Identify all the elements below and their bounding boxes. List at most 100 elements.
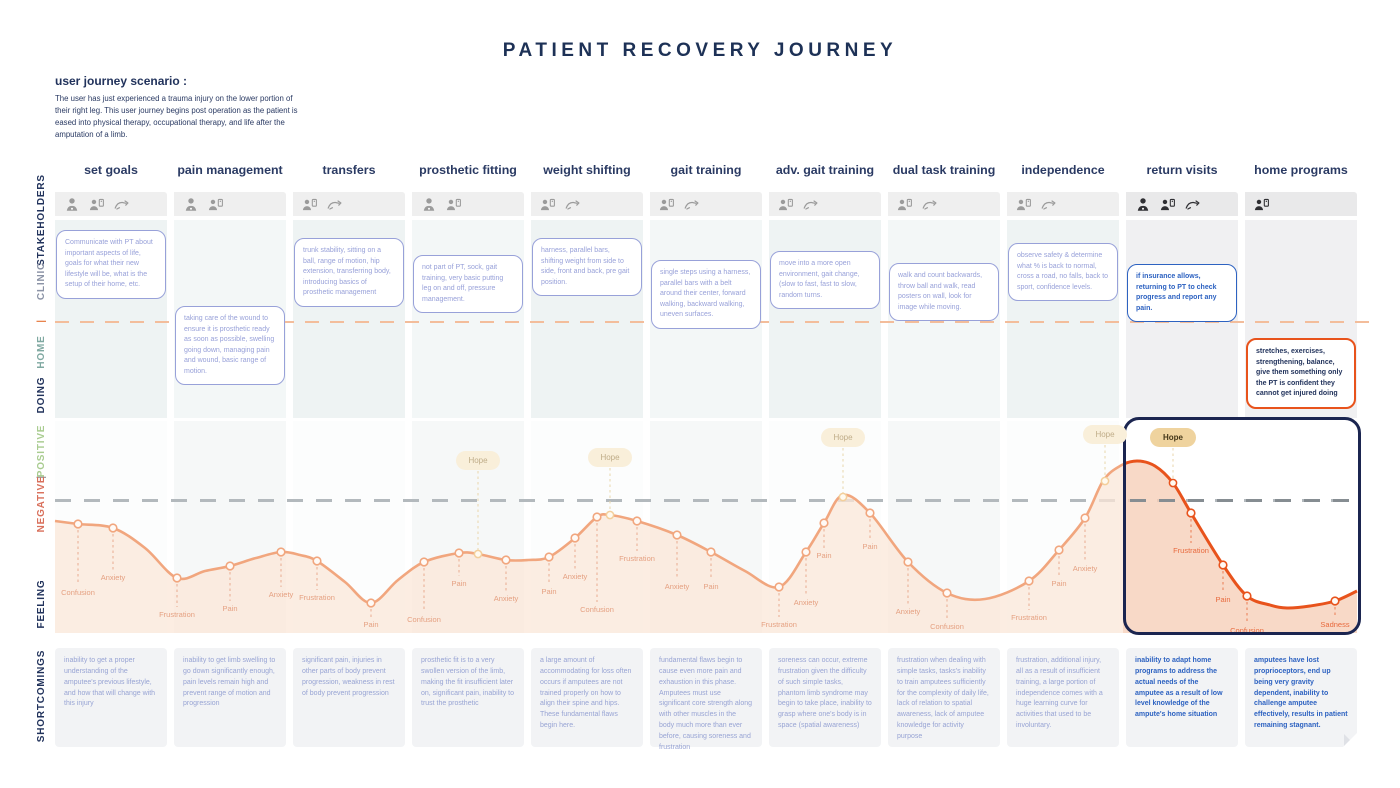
scenario-heading: user journey scenario :: [55, 74, 188, 88]
emotion-label: Anxiety: [268, 590, 294, 599]
stakeholder-strip: [888, 192, 1000, 216]
stakeholder-strip: [412, 192, 524, 216]
stakeholder-strip: [1245, 192, 1357, 216]
hope-curve-point: [605, 510, 615, 520]
feeling-curve-highlight-segment: [1123, 459, 1358, 633]
physio-arm-icon: [1185, 197, 1201, 212]
curve-point: [706, 547, 716, 557]
column-header: pain management: [177, 163, 283, 177]
column-header: adv. gait training: [775, 163, 875, 177]
physio-arm-icon: [803, 197, 819, 212]
emotion-label: Confusion: [1230, 626, 1264, 635]
curve-point: [312, 556, 322, 566]
curve-point: [73, 519, 83, 529]
therapist-icon: [302, 197, 318, 212]
positive-negative-baseline-highlight: [1130, 499, 1354, 502]
emotion-label: Anxiety: [493, 594, 519, 603]
shortcoming-card: prosthetic fit is to a very swollen vers…: [412, 648, 524, 747]
hope-curve-point: [473, 549, 483, 559]
feeling-curve-line-highlight: [1123, 459, 1358, 610]
positive-negative-baseline: [55, 499, 1361, 502]
column-header: home programs: [1254, 163, 1348, 177]
stakeholder-strip: [650, 192, 762, 216]
curve-point: [276, 547, 286, 557]
note-bubble-clinic: Communicate with PT about important aspe…: [56, 230, 166, 299]
emotion-label: Confusion: [61, 588, 95, 597]
stakeholder-strip: [293, 192, 405, 216]
emotion-label: Frustration: [761, 620, 797, 629]
note-bubble-clinic: observe safety & determine what % is bac…: [1008, 243, 1118, 301]
hope-badge: Hope: [588, 448, 632, 467]
emotion-label: Pain: [363, 620, 379, 629]
physio-arm-icon: [327, 197, 343, 212]
physio-arm-icon: [684, 197, 700, 212]
curve-point: [172, 573, 182, 583]
curve-point: [1080, 513, 1090, 523]
curve-point: [903, 557, 913, 567]
hope-badge: Hope: [1150, 428, 1196, 447]
curve-point: [801, 547, 811, 557]
note-bubble-home: stretches, exercises, strengthening, bal…: [1246, 338, 1356, 409]
stakeholder-strip: [1126, 192, 1238, 216]
stakeholder-strip: [55, 192, 167, 216]
therapist-icon: [897, 197, 913, 212]
curve-point: [632, 516, 642, 526]
emotion-label: Pain: [816, 551, 832, 560]
feeling-area-fill-highlight: [1123, 461, 1357, 633]
shortcoming-card: fundamental flaws begin to cause even mo…: [650, 648, 762, 751]
curve-point: [1054, 545, 1064, 555]
curve-point: [544, 552, 554, 562]
emotion-label: Pain: [541, 587, 557, 596]
column-header: return visits: [1146, 163, 1218, 177]
physio-arm-icon: [114, 197, 130, 212]
emotion-label: Anxiety: [895, 607, 921, 616]
curve-point: [672, 530, 682, 540]
emotion-label: Frustration: [159, 610, 195, 619]
therapist-icon: [89, 197, 105, 212]
curve-point: [366, 598, 376, 608]
therapist-icon: [1016, 197, 1032, 212]
curve-point: [1186, 508, 1196, 518]
emotion-label: Frustration: [1011, 613, 1047, 622]
therapist-icon: [540, 197, 556, 212]
doctor-icon: [64, 197, 80, 212]
note-bubble-clinic: if insurance allows, returning to PT to …: [1127, 264, 1237, 322]
hope-curve-point: [1168, 478, 1178, 488]
curve-point: [225, 561, 235, 571]
note-bubble-clinic: not part of PT, sock, gait training, ver…: [413, 255, 523, 313]
column-header: prosthetic fitting: [419, 163, 517, 177]
stakeholder-strip: [769, 192, 881, 216]
hope-badge: Hope: [821, 428, 865, 447]
note-bubble-clinic: harness, parallel bars, shifting weight …: [532, 238, 642, 296]
curve-point: [1330, 596, 1340, 606]
curve-point: [419, 557, 429, 567]
shortcoming-card: amputees have lost proprioceptors, end u…: [1245, 648, 1357, 747]
stakeholder-strip: [1007, 192, 1119, 216]
shortcoming-card: inability to get a proper understanding …: [55, 648, 167, 747]
curve-point: [774, 582, 784, 592]
column-header: set goals: [84, 163, 138, 177]
physio-arm-icon: [565, 197, 581, 212]
curve-point: [942, 588, 952, 598]
hope-curve-point: [1100, 476, 1110, 486]
emotion-label: Anxiety: [793, 598, 819, 607]
column-header: gait training: [670, 163, 742, 177]
emotion-label: Pain: [222, 604, 238, 613]
emotion-label: Frustration: [1173, 546, 1209, 555]
emotion-label: Pain: [703, 582, 719, 591]
emotion-label: Frustration: [619, 554, 655, 563]
shortcoming-card: significant pain, injuries in other part…: [293, 648, 405, 747]
emotion-label: Anxiety: [664, 582, 690, 591]
emotion-label: Anxiety: [1072, 564, 1098, 573]
column-header: independence: [1021, 163, 1105, 177]
curve-point: [1218, 560, 1228, 570]
physio-arm-icon: [922, 197, 938, 212]
curve-point: [501, 555, 511, 565]
note-bubble-clinic: walk and count backwards, throw ball and…: [889, 263, 999, 321]
doctor-icon: [183, 197, 199, 212]
note-bubble-clinic: move into a more open environment, gait …: [770, 251, 880, 309]
doing-cell: [412, 220, 524, 418]
note-bubble-home: taking care of the wound to ensure it is…: [175, 306, 285, 385]
emotion-label: Confusion: [930, 622, 964, 631]
